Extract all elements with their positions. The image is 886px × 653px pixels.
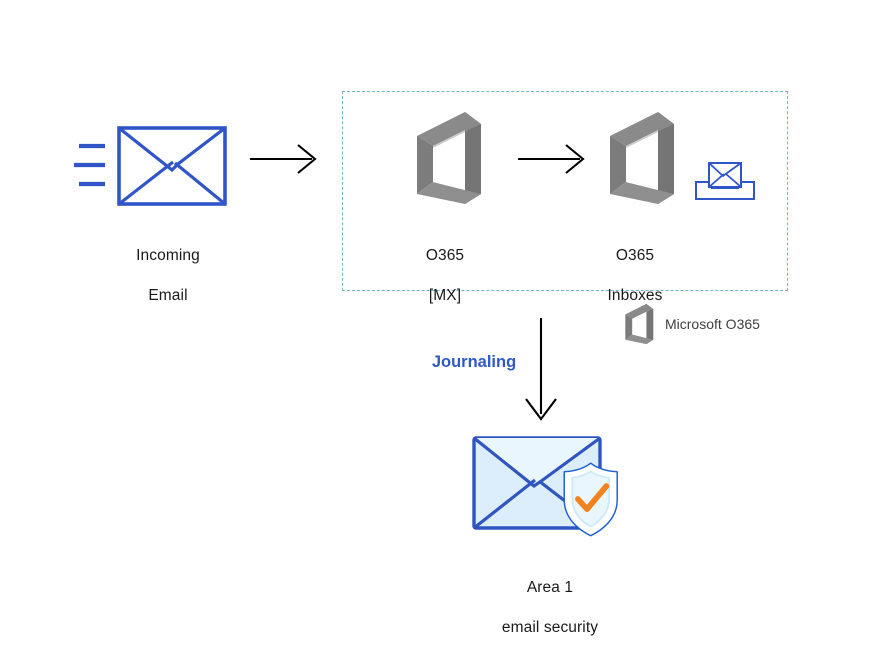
label-area1-line2: email security	[501, 619, 599, 636]
envelope-with-motion-lines-icon	[74, 126, 227, 206]
arrow-right-icon	[250, 144, 317, 174]
label-incoming-email-line2: Email	[148, 287, 188, 304]
label-incoming-email: Incoming Email	[88, 226, 248, 326]
arrow-down-icon	[525, 318, 557, 421]
arrow-right-icon	[518, 144, 585, 174]
arrow-mx-to-inboxes	[518, 142, 590, 176]
label-o365-mx-line1: O365	[425, 247, 465, 264]
label-o365-inboxes-line2: Inboxes	[607, 287, 663, 304]
node-incoming-email	[74, 126, 229, 208]
inbox-tray-envelope-icon-wrap	[694, 160, 756, 202]
label-incoming-email-line1: Incoming	[136, 247, 200, 264]
envelope-with-shield-check-icon	[472, 436, 618, 537]
office-365-icon	[417, 112, 481, 204]
label-o365-inboxes-line1: O365	[615, 247, 655, 264]
node-area1-email-security	[470, 432, 630, 547]
label-o365-inboxes: O365 Inboxes	[565, 226, 705, 326]
office-365-icon	[610, 112, 674, 204]
inbox-tray-envelope-icon	[695, 162, 755, 200]
label-journaling: Journaling	[431, 353, 517, 371]
label-o365-mx: O365 [MX]	[375, 226, 515, 326]
label-area1-email-security: Area 1 email security	[465, 558, 635, 653]
o365-boundary-box	[342, 91, 788, 291]
label-area1-line1: Area 1	[526, 579, 574, 596]
node-o365-mx	[405, 110, 487, 206]
office-365-icon	[625, 303, 654, 345]
legend-microsoft-o365: Microsoft O365	[620, 303, 760, 345]
legend-microsoft-o365-label: Microsoft O365	[665, 316, 760, 332]
label-o365-mx-line2: [MX]	[428, 287, 462, 304]
node-o365-inboxes	[598, 110, 680, 206]
arrow-incoming-to-mx	[250, 142, 322, 176]
arrow-journaling-down	[518, 318, 564, 424]
